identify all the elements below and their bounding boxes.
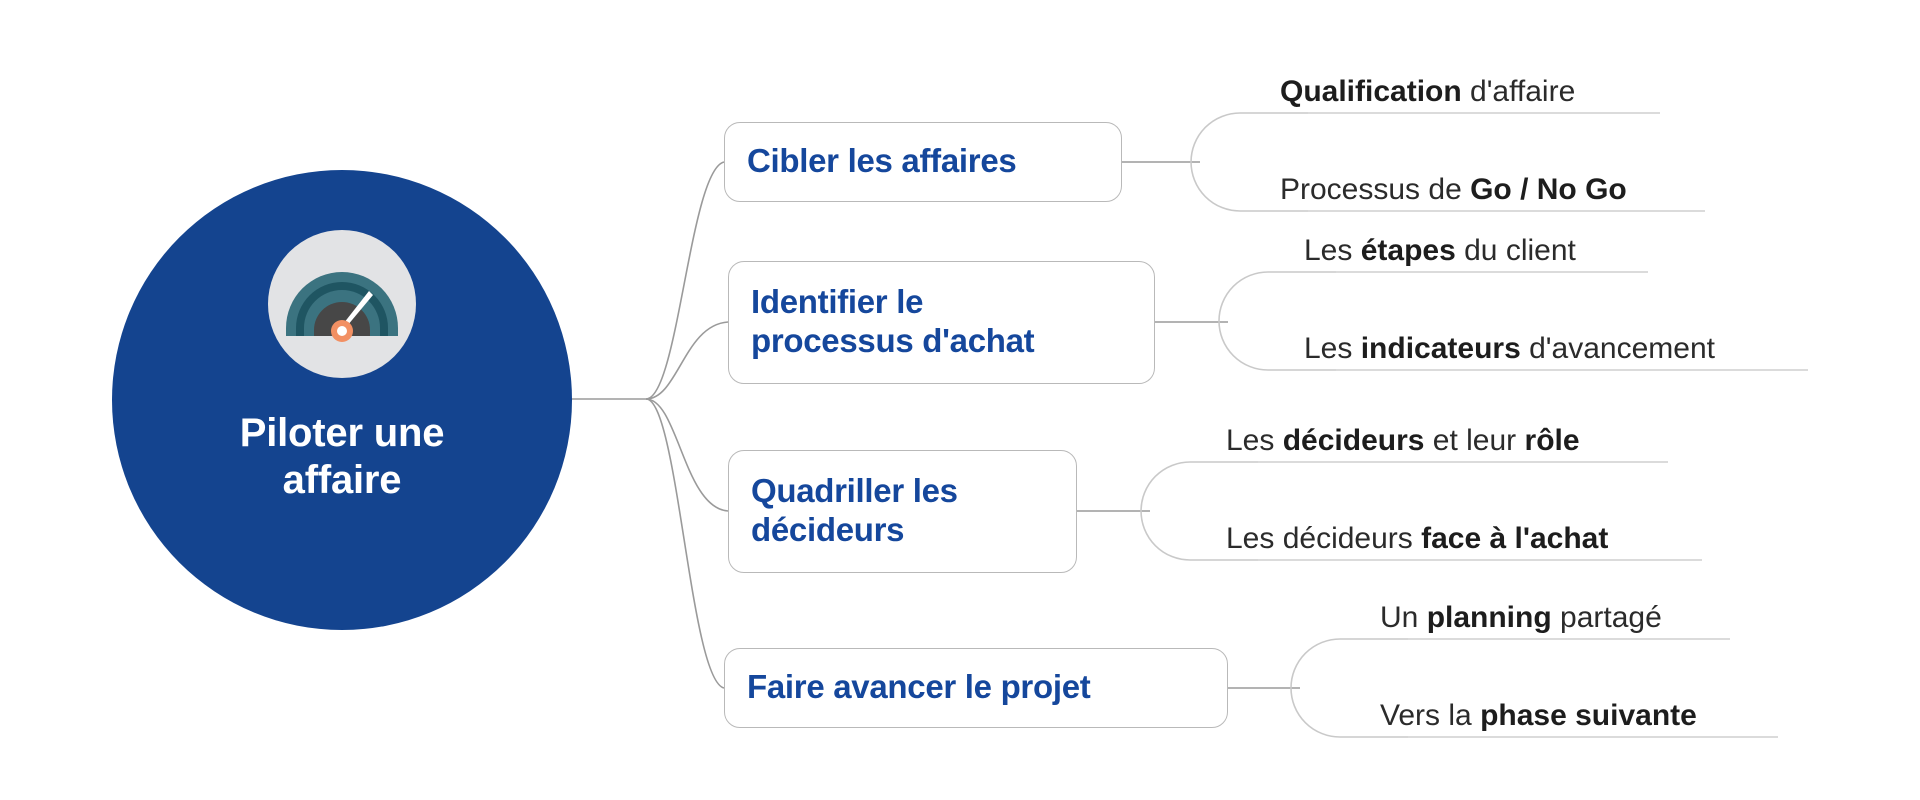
leaf-rest: et leur: [1424, 424, 1525, 457]
branch-node-quadriller-les-decideurs[interactable]: Quadriller les décideurs: [728, 450, 1077, 573]
leaf-rest: Un: [1380, 601, 1427, 634]
root-label: Piloter une affaire: [239, 411, 445, 503]
leaf-les-decideurs-et-leur-role[interactable]: Les décideurs et leur rôle: [1226, 411, 1580, 459]
leaf-les-decideurs-face-a-l-achat[interactable]: Les décideurs face à l'achat: [1226, 509, 1608, 557]
leaf-rest: partagé: [1551, 601, 1662, 634]
leaf-emphasis: étapes: [1360, 234, 1456, 267]
root-node[interactable]: Piloter une affaire: [112, 170, 572, 630]
leaf-rest: du client: [1455, 234, 1576, 267]
leaf-rest: Les: [1226, 424, 1283, 457]
leaf-qualification-d-affaire[interactable]: Qualification d'affaire: [1280, 62, 1575, 110]
branch-connector-2: [645, 321, 729, 400]
branch-connector-1: [645, 161, 725, 400]
leaf-text: Processus de Go / No Go: [1280, 172, 1627, 208]
branch-label: Faire avancer le projet: [747, 667, 1091, 705]
branch-node-cibler-les-affaires[interactable]: Cibler les affaires: [724, 122, 1122, 202]
leaf-emphasis: Qualification: [1280, 75, 1462, 108]
branch-label: Identifier le processus d'achat: [751, 282, 1035, 359]
leaf-text: Les décideurs face à l'achat: [1226, 521, 1608, 557]
leaf-vers-la-phase-suivante[interactable]: Vers la phase suivante: [1380, 686, 1697, 734]
leaf-text: Les décideurs et leur rôle: [1226, 423, 1580, 459]
leaf-les-etapes-du-client[interactable]: Les étapes du client: [1304, 221, 1576, 269]
leaf-rest: Les: [1304, 234, 1361, 267]
branch-node-identifier-le-processus-d-achat[interactable]: Identifier le processus d'achat: [728, 261, 1155, 384]
gauge-icon: [268, 230, 416, 378]
leaf-text: Un planning partagé: [1380, 600, 1662, 636]
branch-node-faire-avancer-le-projet[interactable]: Faire avancer le projet: [724, 648, 1228, 728]
leaf-text: Qualification d'affaire: [1280, 74, 1575, 110]
leaf-emphasis: phase suivante: [1480, 699, 1697, 732]
leaf-text: Vers la phase suivante: [1380, 698, 1697, 734]
leaf-emphasis: Go / No Go: [1470, 173, 1627, 206]
leaf-emphasis-2: rôle: [1524, 424, 1580, 457]
leaf-rest: Vers la: [1380, 699, 1481, 732]
leaf-text: Les étapes du client: [1304, 233, 1576, 269]
branch-connector-4: [645, 398, 725, 689]
leaf-emphasis: décideurs: [1282, 424, 1425, 457]
leaf-un-planning-partage[interactable]: Un planning partagé: [1380, 588, 1662, 636]
leaf-text: Les indicateurs d'avancement: [1304, 331, 1715, 367]
leaf-rest: Les décideurs: [1226, 522, 1422, 555]
leaf-rest: d'affaire: [1461, 75, 1576, 108]
branch-connector-3: [645, 398, 729, 512]
leaf-rest: d'avancement: [1520, 332, 1715, 365]
leaf-emphasis: indicateurs: [1360, 332, 1521, 365]
leaf-emphasis: face à l'achat: [1421, 522, 1609, 555]
leaf-rest: Processus de: [1280, 173, 1471, 206]
leaf-les-indicateurs-d-avancement[interactable]: Les indicateurs d'avancement: [1304, 319, 1715, 367]
branch-label: Cibler les affaires: [747, 141, 1017, 179]
leaf-emphasis: planning: [1426, 601, 1552, 634]
branch-label: Quadriller les décideurs: [751, 471, 958, 548]
leaf-rest: Les: [1304, 332, 1361, 365]
leaf-processus-de-go-no-go[interactable]: Processus de Go / No Go: [1280, 160, 1627, 208]
